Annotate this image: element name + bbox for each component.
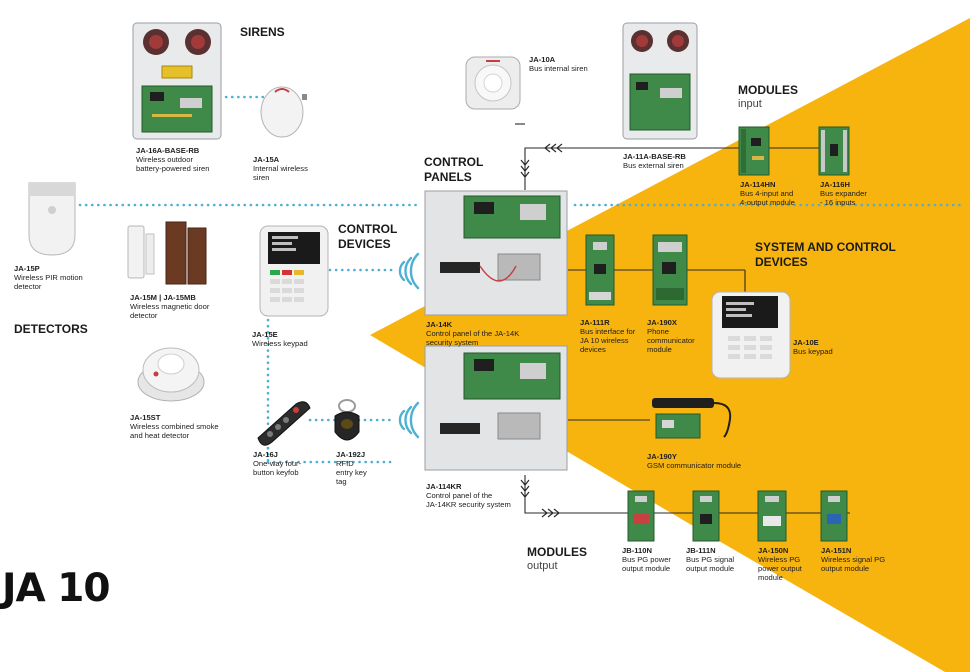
phone-communicator-icon (652, 234, 688, 306)
smoke-detector-icon (137, 347, 205, 402)
wireless-siren-icon (260, 86, 307, 138)
heading-system-control-devices: SYSTEM AND CONTROL DEVICES (755, 240, 896, 269)
keyfob-icon (257, 401, 311, 446)
heading-sirens: SIRENS (240, 25, 285, 39)
heading-modules-input: MODULES input (738, 83, 798, 110)
device-label: JA-15E Wireless keypad (252, 330, 308, 348)
device-label: JA-114HN Bus 4-input and 4-output module (740, 180, 795, 207)
external-siren-box-icon (622, 22, 698, 140)
control-panel-icon (424, 345, 568, 471)
output-module-icon (820, 490, 848, 542)
rfid-tag-icon (334, 399, 360, 441)
bus-siren-icon (465, 56, 521, 110)
device-label: JA-15ST Wireless combined smoke and heat… (130, 413, 219, 440)
gsm-module-icon (652, 398, 732, 439)
accent-wedge (370, 18, 970, 672)
bus-keypad-icon (711, 291, 791, 379)
device-label: JA-16A-BASE-RB Wireless outdoor battery-… (136, 146, 210, 173)
device-label: JA-15M | JA-15MB Wireless magnetic door … (130, 293, 210, 320)
pir-detector-icon (28, 182, 76, 256)
device-label: JA-114KR Control panel of the JA-14KR se… (426, 482, 511, 509)
bus-interface-module-icon (585, 234, 615, 306)
device-label: JB-110N Bus PG power output module (622, 546, 671, 573)
radio-wave-icon (398, 252, 420, 439)
device-label: JA-16J One-way four- button keyfob (253, 450, 302, 477)
device-label: JA-14K Control panel of the JA-14K secur… (426, 320, 520, 347)
device-label: JA-116H Bus expander - 16 inputs (820, 180, 867, 207)
output-module-icon (757, 490, 787, 542)
heading-modules-output: MODULES output (527, 545, 587, 572)
heading-control-devices: CONTROL DEVICES (338, 222, 398, 251)
output-module-icon (692, 490, 720, 542)
device-label: JA-11A-BASE-RB Bus external siren (623, 152, 686, 170)
device-label: JA-190Y GSM communicator module (647, 452, 742, 470)
device-label: JA-10A Bus internal siren (529, 55, 588, 73)
brand-title: JA 10 (2, 566, 111, 611)
device-label: JA-10E Bus keypad (793, 338, 833, 356)
device-label: JA-15P Wireless PIR motion detector (14, 264, 83, 291)
device-label: JA-190X Phone communicator module (647, 318, 695, 354)
device-label: JA-192J RFID entry key tag (336, 450, 367, 486)
device-label: JB-111N Bus PG signal output module (686, 546, 735, 573)
wireless-keypad-icon (259, 225, 329, 317)
expander-module-icon (818, 126, 850, 176)
control-panel-icon (424, 190, 568, 316)
heading-detectors: DETECTORS (14, 322, 88, 336)
outdoor-siren-box-icon (132, 22, 222, 140)
device-label: JA-150N Wireless PG power output module (758, 546, 802, 582)
heading-control-panels: CONTROL PANELS (424, 155, 484, 184)
device-label: JA-111R Bus interface for JA 10 wireless… (580, 318, 636, 354)
output-module-icon (627, 490, 655, 542)
device-label: JA-15A Internal wireless siren (253, 155, 308, 182)
device-label: JA-151N Wireless signal PG output module (821, 546, 886, 573)
bus-arrows (520, 143, 563, 518)
door-detector-icon (127, 221, 207, 285)
input-module-icon (738, 126, 770, 176)
